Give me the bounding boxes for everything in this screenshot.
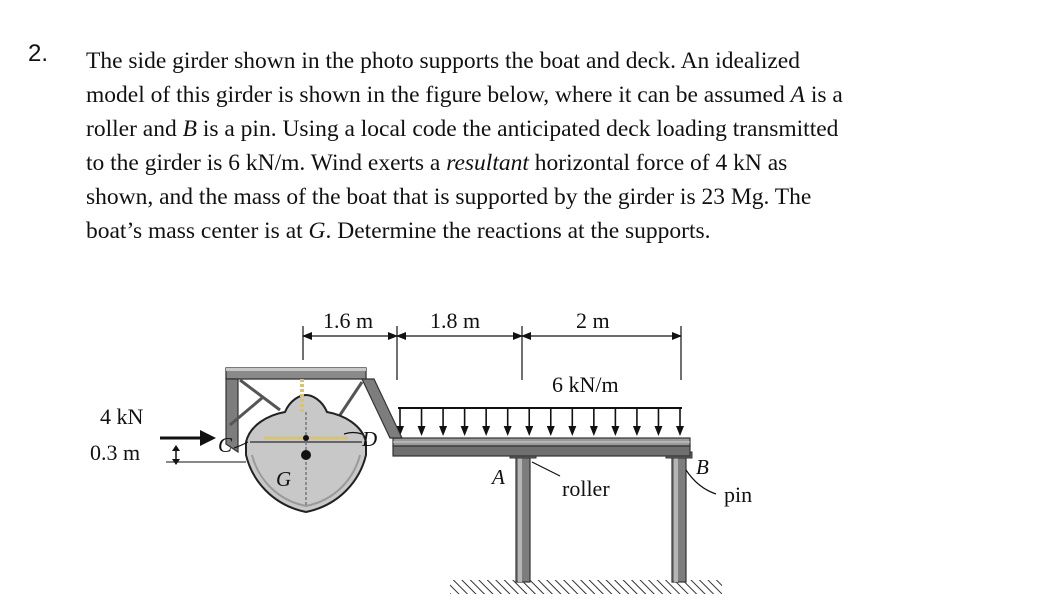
load-arrow-head: [611, 426, 620, 436]
mass-center-g: [301, 450, 311, 460]
problem-text-run: is a pin. Using a local code the anticip…: [196, 116, 839, 142]
problem-text-run: . Determine the reactions at the support…: [325, 218, 711, 244]
pin-label: pin: [724, 482, 752, 507]
problem-text-run: boat’s mass center is at: [86, 218, 309, 244]
load-arrow-head: [632, 426, 641, 436]
dim-3-label: 2 m: [576, 308, 610, 333]
roller-label: roller: [562, 476, 610, 501]
load-arrow-head: [417, 426, 426, 436]
ground-hatching: [450, 580, 722, 594]
wind-height-label: 0.3 m: [90, 440, 140, 465]
problem-text-run: B: [182, 116, 197, 142]
problem-text-run: shown, and the mass of the boat that is …: [86, 184, 812, 210]
dim-2-label: 1.8 m: [430, 308, 480, 333]
problem-number: 2.: [28, 40, 49, 67]
load-arrows: [396, 408, 684, 436]
dimension-lines: [302, 326, 682, 380]
problem-text-run: is a: [804, 82, 843, 108]
c-leader: [233, 441, 249, 449]
problem-text-run: to the girder is 6 kN/m. Wind exerts a: [86, 150, 447, 176]
problem-text-run: The side girder shown in the photo suppo…: [86, 48, 800, 74]
column-b: [665, 451, 693, 583]
problem-line: boat’s mass center is at G. Determine th…: [86, 214, 1026, 248]
load-arrow-head: [525, 426, 534, 436]
wind-force-label: 4 kN: [100, 404, 144, 429]
wind-force-arrow: [160, 430, 216, 446]
problem-line: The side girder shown in the photo suppo…: [86, 44, 1026, 78]
load-arrow-head: [568, 426, 577, 436]
problem-line: shown, and the mass of the boat that is …: [86, 180, 1026, 214]
deck-point: [303, 435, 309, 441]
a-leader: [531, 461, 561, 477]
problem-statement: The side girder shown in the photo suppo…: [86, 44, 1026, 248]
load-arrow-head: [482, 426, 491, 436]
load-arrow-head: [546, 426, 555, 436]
problem-line: roller and B is a pin. Using a local cod…: [86, 112, 1026, 146]
problem-text-run: G: [308, 218, 326, 244]
hoist-frame: [225, 367, 403, 454]
d-leader: [343, 431, 363, 435]
problem-text-run: resultant: [446, 150, 529, 176]
load-arrow-head: [589, 426, 598, 436]
load-arrow-head: [503, 426, 512, 436]
point-c-label: C: [218, 433, 233, 457]
column-a: [509, 451, 537, 583]
problem-text-run: A: [790, 82, 805, 108]
problem-text-run: horizontal force of 4 kN as: [528, 150, 788, 176]
point-a-label: A: [490, 465, 505, 489]
point-g-label: G: [276, 467, 291, 491]
problem-line: to the girder is 6 kN/m. Wind exerts a r…: [86, 146, 1026, 180]
load-arrow-head: [460, 426, 469, 436]
wind-height-dimension: [166, 445, 246, 465]
sling-ropes: [264, 379, 348, 440]
point-b-label: B: [696, 455, 709, 479]
load-arrow-head: [654, 426, 663, 436]
problem-text-run: roller and: [86, 116, 183, 142]
load-arrow-head: [439, 426, 448, 436]
load-label: 6 kN/m: [552, 372, 619, 397]
problem-line: model of this girder is shown in the fig…: [86, 78, 1026, 112]
point-d-label: D: [361, 427, 377, 451]
problem-text-run: model of this girder is shown in the fig…: [86, 82, 791, 108]
load-arrow-head: [676, 426, 684, 436]
b-leader: [685, 469, 717, 495]
girder-beam: [392, 437, 691, 457]
dim-1-label: 1.6 m: [323, 308, 373, 333]
